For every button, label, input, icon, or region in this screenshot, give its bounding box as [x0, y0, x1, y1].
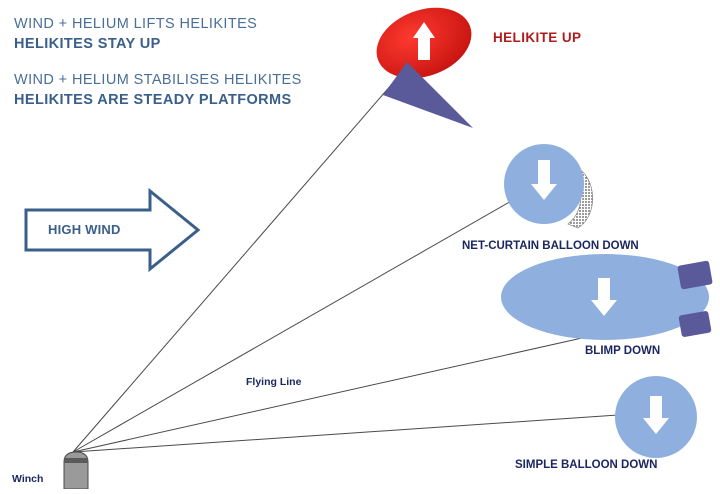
line-to-helikite [72, 83, 393, 453]
arrow-down-icon [643, 396, 669, 434]
line-to-simple-balloon [72, 414, 619, 453]
blimp-fin-top [677, 260, 713, 290]
helikite-up-label: HELIKITE UP [493, 30, 582, 45]
headline-line-2: HELIKITES STAY UP [14, 36, 161, 52]
winch-body [63, 451, 89, 490]
arrow-down-icon [591, 278, 617, 316]
simple-balloon-label: SIMPLE BALLOON DOWN [515, 459, 658, 471]
flying-lines [72, 83, 619, 453]
headline-line-1: WIND + HELIUM LIFTS HELIKITES [14, 16, 258, 32]
arrow-up-icon [413, 22, 435, 60]
flying-line-label: Flying Line [246, 376, 302, 388]
line-to-blimp [72, 337, 583, 453]
line-to-net-curtain [72, 199, 514, 453]
arrow-down-icon [531, 160, 557, 200]
blimp-label: BLIMP DOWN [585, 345, 661, 357]
blimp [501, 254, 713, 340]
winch-label: Winch [12, 473, 44, 485]
blimp-fin-bottom [678, 311, 712, 337]
arrow-right-icon [24, 187, 201, 273]
winch [63, 451, 89, 490]
high-wind-label: HIGH WIND [48, 222, 121, 237]
headline-line-4: HELIKITES ARE STEADY PLATFORMS [14, 92, 292, 108]
net-curtain-label: NET-CURTAIN BALLOON DOWN [462, 240, 639, 252]
net-curtain-balloon [504, 144, 593, 229]
headline-line-3: WIND + HELIUM STABILISES HELIKITES [14, 72, 302, 88]
helikite [376, 7, 473, 128]
helikite-kite-fin [383, 62, 473, 128]
winch-cap [64, 458, 88, 463]
simple-balloon [615, 376, 697, 458]
